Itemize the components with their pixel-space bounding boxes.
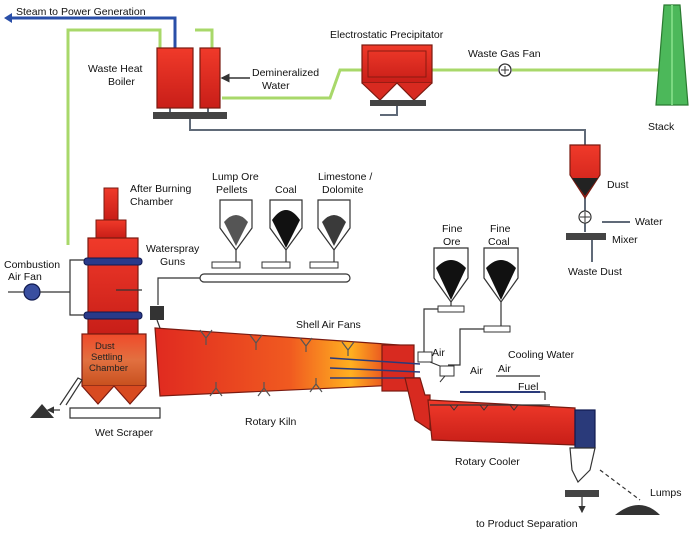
- wet-scraper: [30, 377, 161, 419]
- label-lumps: Lumps: [650, 487, 682, 499]
- label-steam: Steam to Power Generation: [16, 6, 146, 18]
- label-mixer: Mixer: [612, 234, 638, 246]
- label-waste-dust: Waste Dust: [568, 266, 622, 278]
- label-dust-settling-3: Chamber: [89, 363, 128, 374]
- label-after-burning-2: Chamber: [130, 196, 174, 208]
- label-shell-air-fans: Shell Air Fans: [296, 319, 361, 331]
- label-dust: Dust: [607, 179, 629, 191]
- label-fine-coal-1: Fine: [490, 223, 511, 235]
- rotary-kiln: [154, 327, 451, 397]
- electrostatic-precipitator: [361, 44, 433, 106]
- hopper-coal: [269, 199, 303, 252]
- mixer: [566, 233, 606, 240]
- label-after-burning-1: After Burning: [130, 183, 191, 195]
- label-waste-gas-fan: Waste Gas Fan: [468, 48, 541, 60]
- label-cooling-water: Cooling Water: [508, 349, 575, 361]
- label-fine-coal-2: Coal: [488, 236, 510, 248]
- label-to-product: to Product Separation: [476, 518, 578, 530]
- steam-line: [4, 13, 177, 48]
- air-injectors: [417, 351, 546, 400]
- after-burning-chamber: [83, 187, 143, 335]
- grey-pipes: [169, 103, 630, 262]
- label-stack: Stack: [648, 121, 675, 133]
- label-demin-1: Demineralized: [252, 67, 319, 79]
- label-fine-ore-1: Fine: [442, 223, 463, 235]
- label-esp: Electrostatic Precipitator: [330, 29, 444, 41]
- label-air-c: Air: [498, 363, 511, 375]
- label-dust-settling-1: Dust: [95, 341, 115, 352]
- label-air-b: Air: [470, 365, 483, 377]
- waste-gas-fan-icon: [498, 63, 512, 77]
- rotary-cooler: [404, 377, 660, 515]
- label-waterspray-1: Waterspray: [146, 243, 200, 255]
- label-limestone-2: Dolomite: [322, 184, 364, 196]
- shell-air-fans: [199, 329, 355, 397]
- label-wet-scraper: Wet Scraper: [95, 427, 154, 439]
- fine-feed-lines: [423, 302, 502, 366]
- label-combustion-1: Combustion: [4, 259, 60, 271]
- label-fuel: Fuel: [518, 381, 538, 393]
- label-lump-ore-1: Lump Ore: [212, 171, 259, 183]
- label-air-a: Air: [432, 347, 445, 359]
- hopper-limestone: [317, 199, 351, 252]
- hopper-fine-coal: [483, 247, 519, 333]
- waste-heat-boiler: [153, 47, 250, 119]
- label-fine-ore-2: Ore: [443, 236, 461, 248]
- label-waste-heat-1: Waste Heat: [88, 63, 143, 75]
- rotary-valve-icon: [578, 210, 592, 224]
- label-waterspray-2: Guns: [160, 256, 185, 268]
- label-waste-heat-2: Boiler: [108, 76, 135, 88]
- label-combustion-2: Air Fan: [8, 271, 42, 283]
- dust-hopper: [569, 144, 601, 200]
- hopper-lump-ore: [219, 199, 253, 252]
- label-water: Water: [635, 216, 663, 228]
- label-demin-2: Water: [262, 80, 290, 92]
- dust-settling-chamber: [81, 333, 147, 405]
- label-dust-settling-2: Settling: [91, 352, 123, 363]
- label-rotary-kiln: Rotary Kiln: [245, 416, 297, 428]
- combustion-air-fan-icon: [8, 259, 84, 316]
- label-lump-ore-2: Pellets: [216, 184, 248, 196]
- label-limestone-1: Limestone /: [318, 171, 372, 183]
- label-coal: Coal: [275, 184, 297, 196]
- label-rotary-cooler: Rotary Cooler: [455, 456, 520, 468]
- stack: [655, 4, 689, 106]
- hopper-fine-ore: [433, 247, 469, 313]
